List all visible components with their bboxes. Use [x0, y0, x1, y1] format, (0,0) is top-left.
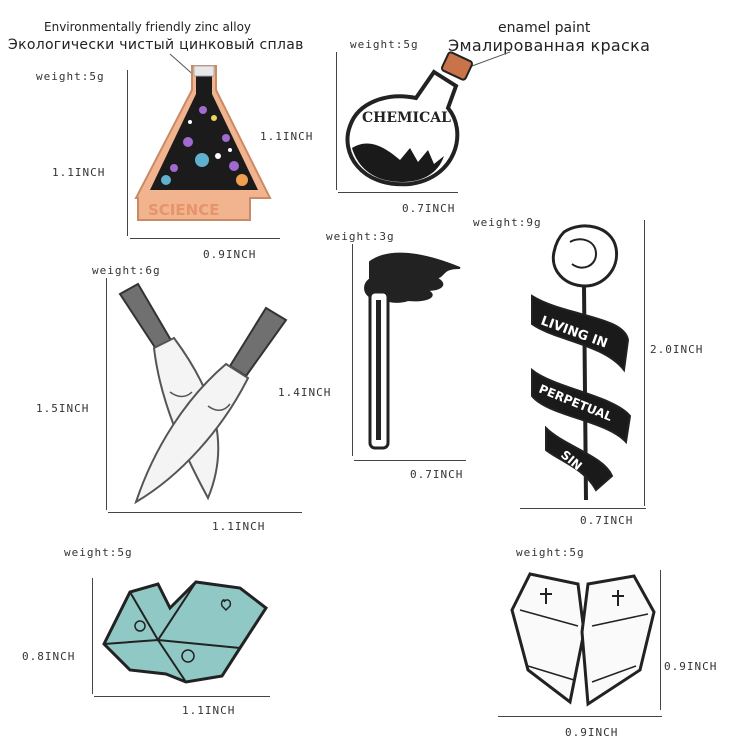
bottle-pin-text: CHEMICAL [362, 110, 451, 126]
flask-width-line [130, 238, 280, 239]
coffin-height: 0.9INCH [664, 660, 718, 673]
rose-height: 2.0INCH [650, 343, 704, 356]
coffin-width-line [498, 716, 662, 717]
coffin-width: 0.9INCH [565, 726, 619, 739]
material-label-ru: Экологически чистый цинковый сплав [8, 37, 304, 53]
flask-weight: weight:5g [36, 70, 105, 83]
knives-weight: weight:6g [92, 264, 161, 277]
fortune-pin-image [102, 580, 269, 684]
rose-width: 0.7INCH [580, 514, 634, 527]
rose-width-line [520, 508, 646, 509]
knives-width: 1.1INCH [212, 520, 266, 533]
rose-weight: weight:9g [473, 216, 542, 229]
flask-pin-text: SCIENCE [148, 201, 219, 219]
coffin-height-line [660, 570, 661, 710]
match-pin-image [364, 252, 461, 450]
paint-label-ru: Эмалированная краска [448, 36, 651, 55]
flask-side-height: 1.1INCH [260, 130, 314, 143]
bottle-width-line [338, 192, 458, 193]
bottle-pin-image: CHEMICAL [345, 51, 474, 187]
flask-height-line [127, 70, 128, 236]
paint-label-en: enamel paint [498, 20, 591, 36]
match-weight: weight:3g [326, 230, 395, 243]
knives-pin-image [118, 282, 288, 505]
fortune-width: 1.1INCH [182, 704, 236, 717]
match-height-line [352, 244, 353, 456]
rose-pin-image: LIVING IN PERPETUAL SIN [531, 224, 632, 501]
fortune-height: 0.8INCH [22, 650, 76, 663]
bottle-width: 0.7INCH [402, 202, 456, 215]
flask-pin-image: SCIENCE [134, 65, 272, 221]
knives-height-line [106, 278, 107, 510]
fortune-weight: weight:5g [64, 546, 133, 559]
rose-height-line [644, 220, 645, 506]
bottle-weight: weight:5g [350, 38, 419, 51]
material-label-en: Environmentally friendly zinc alloy [44, 20, 252, 34]
match-width: 0.7INCH [410, 468, 464, 481]
coffin-weight: weight:5g [516, 546, 585, 559]
flask-height: 1.1INCH [52, 166, 106, 179]
coffin-pin-image [510, 572, 656, 707]
fortune-width-line [94, 696, 270, 697]
knives-width-line [108, 512, 302, 513]
fortune-height-line [92, 578, 93, 694]
bottle-height-line [336, 52, 337, 190]
knives-side-height: 1.4INCH [278, 386, 332, 399]
knives-height: 1.5INCH [36, 402, 90, 415]
match-width-line [354, 460, 466, 461]
flask-width: 0.9INCH [203, 248, 257, 261]
